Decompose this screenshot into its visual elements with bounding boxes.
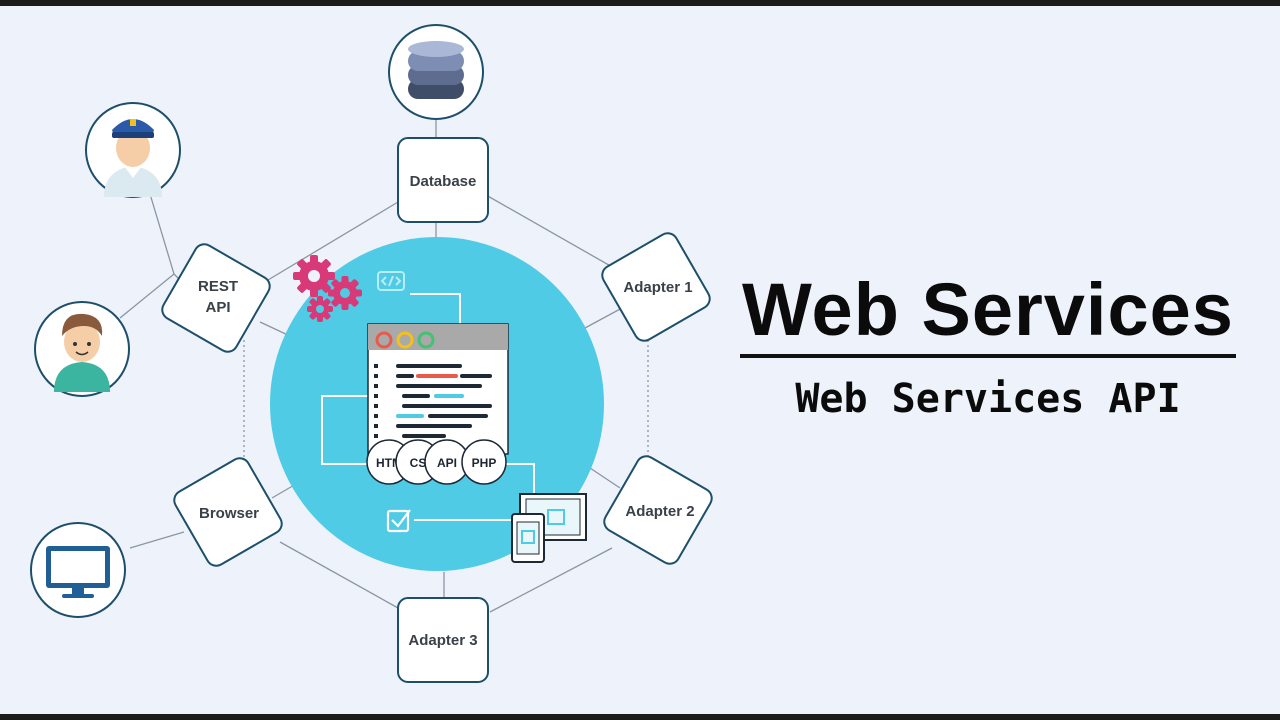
rest-hub-connector [259,321,291,337]
page-title: Web Services [740,268,1236,358]
pill-css-label: CS [410,456,427,470]
adapter1-node-label: Adapter 1 [623,279,692,296]
tech-pills: HTM CS API PHP [366,439,507,485]
rest-api-node[interactable]: REST API [159,241,274,356]
pill-api: API [424,439,470,485]
user-avatar-icon [34,301,130,397]
browser-node[interactable]: Browser [171,455,286,570]
adapter3-node[interactable]: Adapter 3 [397,597,489,683]
devices-icon [511,493,587,563]
hub-circuit-lines [321,293,535,521]
database-node[interactable]: Database [397,137,489,223]
checkbox-icon [386,509,411,533]
browser-node-label: Browser [199,505,259,522]
adapter2-node[interactable]: Adapter 2 [601,453,716,568]
connectors [119,116,649,613]
adapter3-node-label: Adapter 3 [408,632,477,649]
architecture-diagram: HTM CS API PHP D [30,24,716,683]
page-subtitle: Web Services API [795,376,1181,422]
code-window-icon [367,323,509,455]
db-rest-connector [267,201,399,281]
adapter2-hub-connector [589,467,621,489]
adapter1-hub-connector [584,307,623,329]
adapter1-node[interactable]: Adapter 1 [599,230,714,345]
gears-icon [293,255,362,322]
officer-avatar-icon [85,102,181,198]
rest-api-label-line1: REST [198,278,238,295]
pill-api-label: API [437,456,457,470]
monitor-icon [30,522,126,618]
database-node-label: Database [410,173,477,190]
pill-php: PHP [461,439,507,485]
database-icon [388,24,484,120]
browser-adapter3-connector [279,541,399,609]
adapter2-node-label: Adapter 2 [625,503,694,520]
rest-api-label-line2: API [205,299,230,316]
canvas: HTM CS API PHP D [0,6,1280,714]
monitor-browser-connector [129,531,185,549]
title-block: Web Services Web Services API [738,268,1238,422]
pill-php-label: PHP [472,456,497,470]
code-tag-icon [377,271,405,291]
adapter2-adapter3-connector [489,547,613,613]
db-adapter1-connector [485,194,615,269]
